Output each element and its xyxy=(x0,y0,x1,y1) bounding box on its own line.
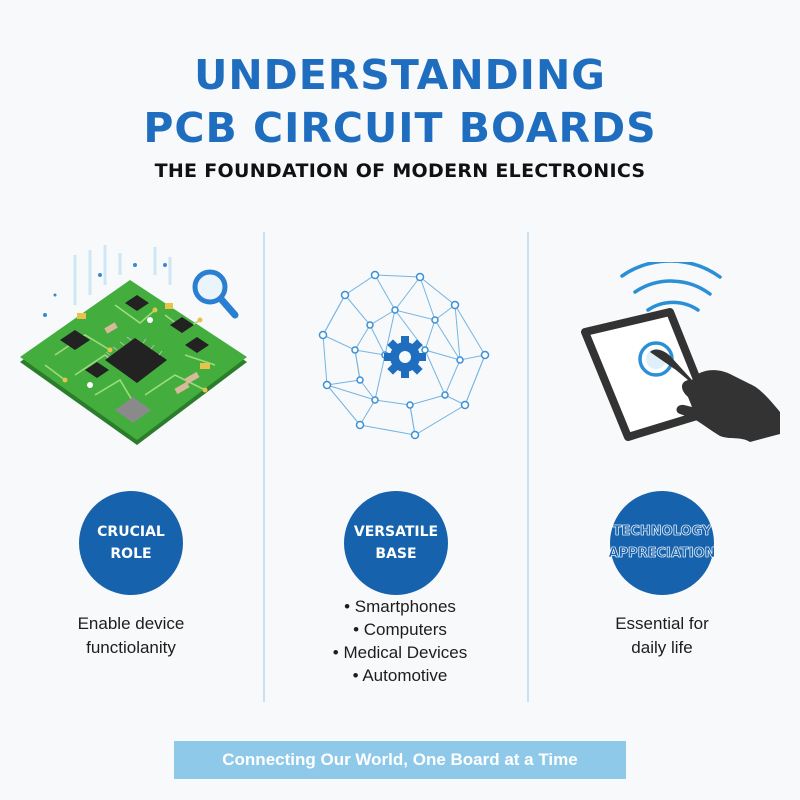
pcb-board-icon xyxy=(20,245,247,445)
badge-label: VERSATILE BASE xyxy=(353,524,439,562)
technology-appreciation-description: Essential for daily life xyxy=(615,614,709,657)
badge-label: TECHNOLOGY APPRECIATION xyxy=(608,524,716,562)
column-divider xyxy=(527,232,529,702)
list-item: Smartphones xyxy=(285,595,515,618)
subtitle: THE FOUNDATION OF MODERN ELECTRONICS xyxy=(154,160,646,182)
hand-tablet-icon xyxy=(581,262,780,442)
versatile-base-badge: VERSATILE BASE xyxy=(344,491,448,595)
list-item: Medical Devices xyxy=(285,641,515,664)
technology-appreciation-badge: TECHNOLOGY APPRECIATION xyxy=(608,491,716,595)
crucial-role-description: Enable device functiolanity xyxy=(77,614,185,657)
list-item: Computers xyxy=(285,618,515,641)
crucial-role-badge: CRUCIAL ROLE xyxy=(79,491,183,595)
versatile-base-list: Smartphones Computers Medical Devices Au… xyxy=(285,595,515,687)
column-divider xyxy=(263,232,265,702)
network-gear-icon xyxy=(318,270,490,440)
footer-text: Connecting Our World, One Board at a Tim… xyxy=(222,750,578,769)
footer-banner: Connecting Our World, One Board at a Tim… xyxy=(174,741,626,779)
title-line-2: PCB CIRCUIT BOARDS xyxy=(143,104,657,152)
list-item: Automotive xyxy=(285,664,515,687)
badge-label: CRUCIAL ROLE xyxy=(97,524,165,562)
title-line-1: UNDERSTANDING xyxy=(194,51,606,99)
